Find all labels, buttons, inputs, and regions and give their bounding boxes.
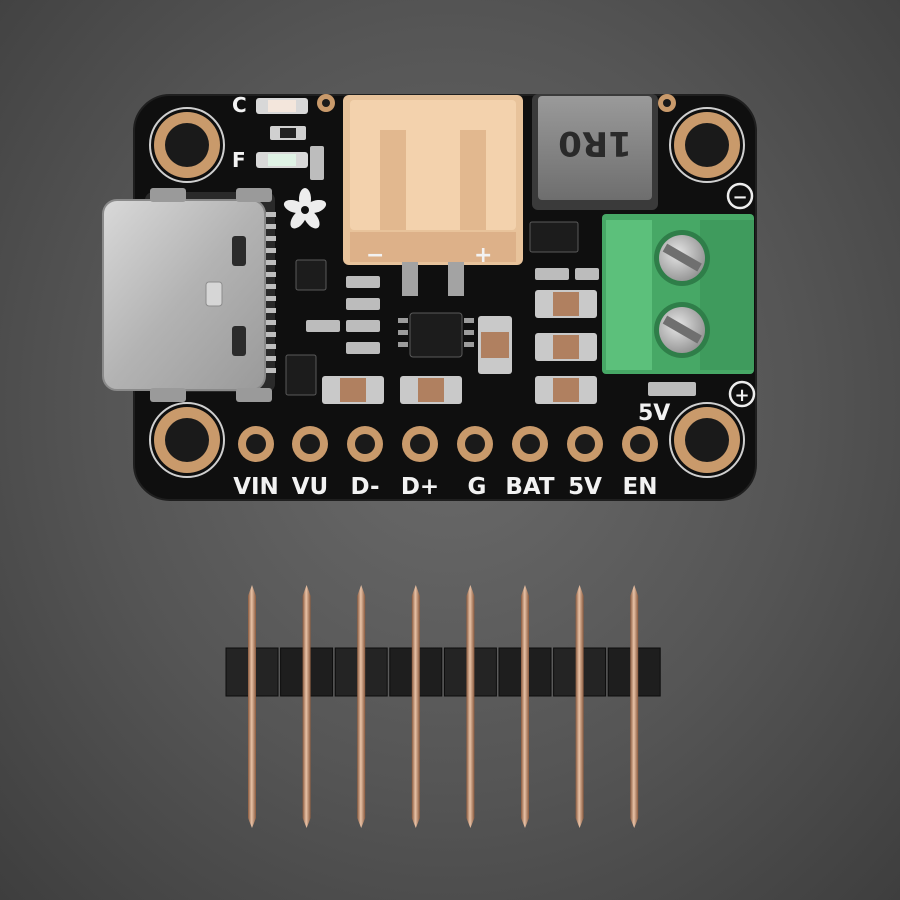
pin-label-5v: 5V <box>568 474 602 500</box>
pin-label-d-plus: D+ <box>401 474 439 500</box>
usb-c-connector <box>102 188 276 402</box>
pin-pad <box>567 426 603 462</box>
boost-ic-chip <box>409 312 463 358</box>
mounting-hole-top-left <box>149 107 225 183</box>
screw-terminal-block <box>602 214 754 374</box>
resistor <box>310 146 324 180</box>
header-pin <box>575 585 584 828</box>
header-pin <box>357 585 366 828</box>
fault-led <box>256 152 308 168</box>
mounting-hole-bottom-left <box>149 402 225 478</box>
jst-minus-label: − <box>366 243 384 268</box>
output-5v-label: 5V <box>638 401 670 426</box>
capacitor <box>400 376 462 404</box>
jst-battery-connector <box>343 95 523 296</box>
header-pin <box>630 585 639 828</box>
pin-label-d-minus: D- <box>350 474 379 500</box>
capacitor <box>535 376 597 404</box>
header-pin <box>302 585 311 828</box>
pin-pad <box>622 426 658 462</box>
inductor: 1R0 <box>532 94 658 210</box>
capacitor <box>535 333 597 361</box>
pin-header-strip <box>225 585 661 828</box>
header-pin <box>466 585 475 828</box>
pin-label-bat: BAT <box>505 474 555 500</box>
capacitor <box>322 376 384 404</box>
minus-circle-icon <box>726 182 754 210</box>
charge-led-label: C <box>232 93 247 117</box>
capacitor <box>535 290 597 318</box>
pin-label-en: EN <box>623 474 658 500</box>
plus-circle-icon <box>728 380 756 408</box>
ic-chip <box>285 354 317 396</box>
charge-led <box>256 98 308 114</box>
mounting-hole-top-right <box>669 107 745 183</box>
mounting-hole-bottom-right <box>669 402 745 478</box>
pin-pad <box>292 426 328 462</box>
inductor-marking: 1R0 <box>558 123 632 163</box>
terminal-plus-label: + <box>734 385 749 406</box>
terminal-minus-label: − <box>732 187 747 208</box>
pin-pad <box>402 426 438 462</box>
pin-label-vu: VU <box>292 474 328 500</box>
pin-pad <box>347 426 383 462</box>
fault-led-label: F <box>232 148 246 172</box>
header-pin <box>248 585 256 828</box>
header-pin <box>411 585 420 828</box>
pin-label-g: G <box>468 474 487 500</box>
pin-label-vin: VIN <box>233 474 279 500</box>
capacitor <box>478 316 512 374</box>
adafruit-flower-logo <box>283 188 327 229</box>
small-passives <box>306 268 696 396</box>
header-pin <box>521 585 529 828</box>
ic-chip <box>295 259 327 291</box>
jst-plus-label: + <box>474 243 492 268</box>
pin-pad <box>457 426 493 462</box>
pin-pad <box>512 426 548 462</box>
ic-chip <box>529 221 579 253</box>
pin-pad <box>238 426 274 462</box>
pin-pad-row <box>238 426 658 462</box>
